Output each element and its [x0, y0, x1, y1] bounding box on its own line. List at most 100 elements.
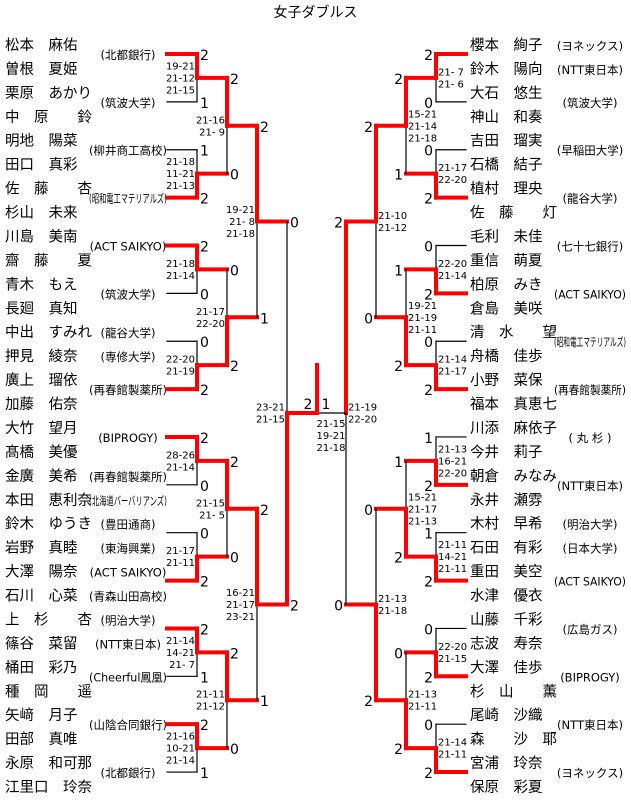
- game-score: 21-18: [378, 606, 407, 617]
- match-score: 1: [260, 311, 269, 327]
- match-score: 0: [424, 718, 433, 734]
- match-score: 0: [230, 168, 239, 184]
- game-score: 10-21: [166, 744, 195, 755]
- match-score: 2: [260, 503, 269, 519]
- game-score: 21-18: [166, 157, 195, 168]
- match-score: 0: [424, 239, 433, 255]
- match-score: 2: [290, 599, 299, 615]
- game-score: 21-14: [166, 462, 195, 473]
- affiliation: (筑波大学): [563, 96, 618, 110]
- game-score: 21-14: [408, 121, 437, 132]
- final-game-score: 19-21: [316, 431, 345, 442]
- affiliation: (日本大学): [563, 542, 618, 556]
- game-score: 21-17: [438, 367, 467, 378]
- player-name: 青木 もえ: [5, 276, 78, 293]
- affiliation: (七十七銀行): [557, 239, 623, 253]
- game-score: 21-11: [166, 558, 195, 569]
- game-score: 21-14: [438, 738, 467, 749]
- match-score: 0: [424, 144, 433, 160]
- game-score: 21-12: [196, 702, 225, 713]
- game-score: 21-19: [408, 313, 437, 324]
- affiliation: (明治大学): [563, 518, 618, 532]
- affiliation: (昭和電工マテリアルズ): [554, 335, 626, 349]
- match-score: 2: [424, 287, 433, 303]
- game-score: 21- 7: [438, 67, 464, 78]
- player-name: 大澤 佳歩: [470, 659, 543, 676]
- match-score: 2: [364, 694, 373, 710]
- affiliation: (広島ガス): [563, 622, 618, 636]
- match-score: 2: [424, 766, 433, 782]
- player-name: 舟橋 佳歩: [470, 348, 543, 365]
- player-name: 石川 心菜: [5, 588, 78, 605]
- affiliation: (専修大学): [101, 350, 156, 364]
- match-score: 2: [394, 359, 403, 375]
- affiliation: (NTT東日本): [95, 637, 161, 651]
- player-name: 本田 恵利奈: [5, 492, 92, 509]
- match-score: 2: [424, 192, 433, 208]
- affiliation: (青森山田高校): [89, 590, 167, 604]
- match-score: 2: [200, 383, 209, 399]
- player-name: 神山 和奏: [470, 109, 543, 126]
- match-score: 1: [200, 96, 209, 112]
- match-score: 2: [424, 479, 433, 495]
- match-score: 0: [200, 527, 209, 543]
- game-score: 21-13: [166, 181, 195, 192]
- player-name: 鈴木 ゆうき: [5, 516, 92, 533]
- player-name: 水津 優衣: [470, 588, 543, 605]
- final-game-score: 21-15: [316, 419, 345, 430]
- game-score: 21-18: [226, 229, 255, 240]
- match-score: 1: [424, 527, 433, 543]
- match-score: 0: [230, 551, 239, 567]
- affiliation: (山陰合同銀行): [89, 718, 167, 732]
- affiliation: (ACT SAIKYO): [554, 287, 626, 301]
- game-score: 22-20: [438, 468, 467, 479]
- player-name: 福本 真恵七: [470, 395, 557, 413]
- game-score: 21-13: [408, 690, 437, 701]
- affiliation: (BIPROGY): [98, 431, 158, 445]
- game-score: 14-21: [438, 552, 467, 563]
- affiliation: (北都銀行): [101, 766, 156, 780]
- game-score: 21-13: [438, 444, 467, 455]
- player-name: 保原 彩夏: [470, 779, 543, 796]
- match-score: 2: [200, 431, 209, 447]
- game-score: 21-19: [348, 403, 377, 414]
- affiliation: (早稲田大学): [557, 144, 623, 158]
- match-score: 2: [230, 359, 239, 375]
- game-score: 21-15: [256, 415, 285, 426]
- player-name: 吉田 瑠実: [470, 133, 543, 150]
- game-score: 21-12: [378, 223, 407, 234]
- game-score: 21-14: [166, 636, 195, 647]
- match-score: 0: [200, 335, 209, 351]
- player-name: 小野 菜保: [470, 372, 543, 389]
- game-score: 21-14: [438, 271, 467, 282]
- player-name: 金廣 美希: [5, 468, 78, 485]
- player-name: 齋 藤 夏: [5, 251, 92, 269]
- affiliation: (北海道バーバリアンズ): [89, 494, 167, 508]
- game-score: 21- 9: [199, 127, 225, 138]
- player-name: 宮浦 玲奈: [470, 755, 543, 772]
- affiliation: (ACT SAIKYO): [90, 566, 167, 580]
- game-score: 28-26: [166, 450, 195, 461]
- match-score: 2: [200, 622, 209, 638]
- player-name: 桶田 彩乃: [5, 659, 78, 676]
- match-score: 2: [200, 575, 209, 591]
- player-name: 石橋 結子: [470, 157, 543, 174]
- affiliation: (NTT東日本): [557, 718, 623, 732]
- game-score: 21- 7: [169, 660, 195, 671]
- match-score: 2: [200, 718, 209, 734]
- affiliation: (龍谷大学): [563, 192, 618, 206]
- player-name: 重田 美空: [470, 564, 543, 581]
- game-score: 21-17: [166, 546, 195, 557]
- player-name: 中出 すみれ: [5, 324, 92, 341]
- match-score: 0: [200, 287, 209, 303]
- affiliation: (NTT東日本): [557, 63, 623, 77]
- game-score: 21-11: [408, 325, 437, 336]
- game-score: 19-21: [166, 61, 195, 72]
- game-score: 21-16: [196, 115, 225, 126]
- player-name: 曽根 夏姫: [5, 61, 78, 78]
- player-name: 今井 莉子: [470, 444, 543, 461]
- player-name: 重信 萌夏: [470, 252, 543, 269]
- match-score: 2: [200, 192, 209, 208]
- game-score: 21-14: [166, 271, 195, 282]
